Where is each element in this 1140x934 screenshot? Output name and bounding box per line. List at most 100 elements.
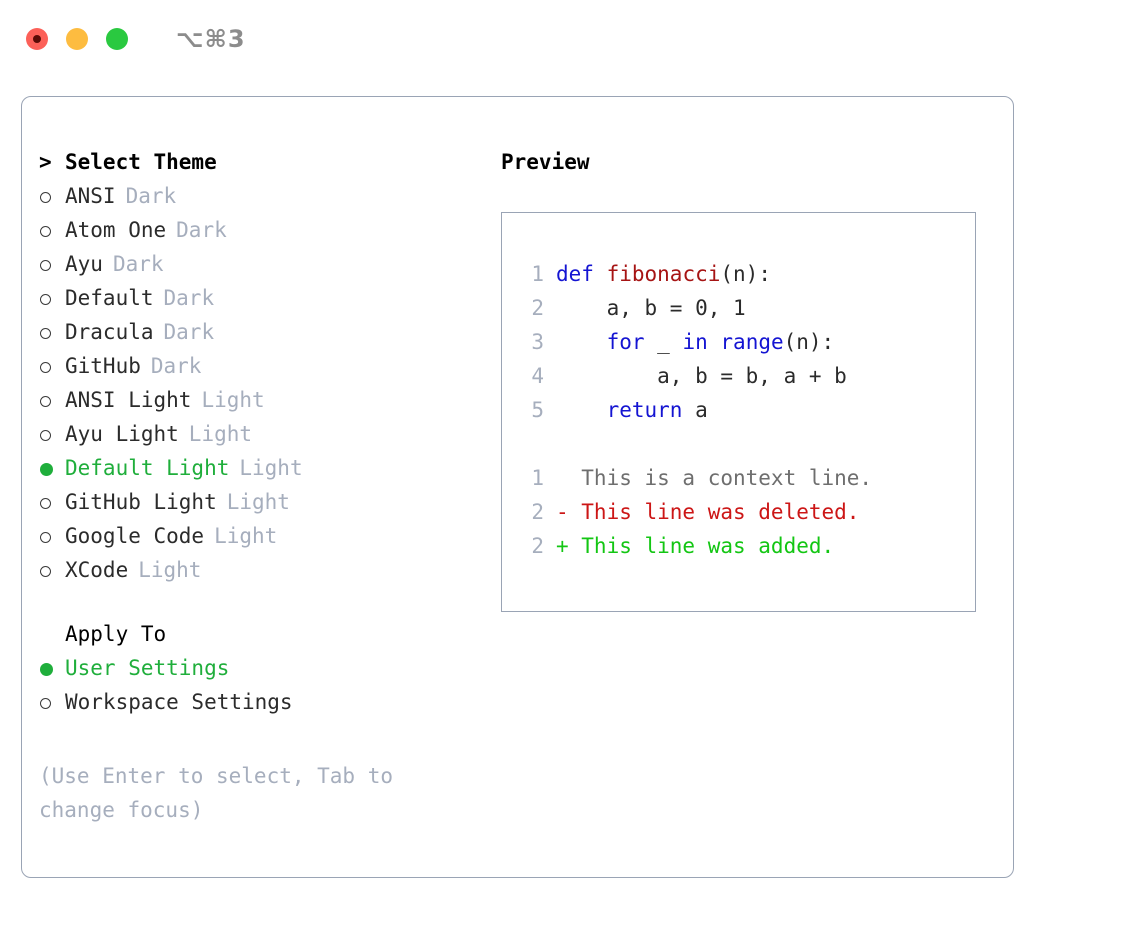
diff-line: 2 + This line was added. (516, 529, 872, 563)
minimize-button[interactable] (66, 28, 88, 50)
theme-name-label: Default Light (65, 456, 230, 480)
code-line: 4 a, b = b, a + b (516, 359, 872, 393)
theme-name-label: ANSI (65, 184, 116, 208)
theme-list-item[interactable]: Atom One Dark (39, 213, 479, 247)
code-token: This is a context line. (556, 466, 873, 490)
code-token: (n): (720, 262, 771, 286)
apply-to-label: Workspace Settings (65, 690, 293, 714)
title-bar: ⌥⌘3 (0, 0, 1140, 78)
theme-list-item[interactable]: ANSI Dark (39, 179, 479, 213)
theme-mode-tag: Dark (163, 320, 215, 344)
apply-to-item[interactable]: Workspace Settings (39, 685, 479, 719)
code-token: in (682, 330, 708, 354)
theme-mode-tag: Light (201, 388, 265, 412)
line-number: 4 (531, 364, 544, 388)
line-number: 1 (531, 466, 544, 490)
code-token: _ (644, 330, 683, 354)
theme-list-item[interactable]: XCode Light (39, 553, 479, 587)
radio-unselected-icon[interactable] (39, 281, 65, 315)
radio-unselected-icon[interactable] (39, 247, 65, 281)
radio-unselected-icon[interactable] (39, 685, 65, 719)
keyboard-hint-text: (Use Enter to select, Tab to change focu… (39, 764, 394, 822)
theme-name-label: XCode (65, 558, 129, 582)
theme-list-item[interactable]: Default Dark (39, 281, 479, 315)
radio-unselected-icon[interactable] (39, 349, 65, 383)
code-line: 5 return a (516, 393, 872, 427)
code-token (556, 325, 607, 359)
radio-selected-icon[interactable] (39, 451, 65, 485)
radio-selected-icon[interactable] (39, 651, 65, 685)
radio-unselected-icon[interactable] (39, 417, 65, 451)
code-line: 3 for _ in range(n): (516, 325, 872, 359)
theme-list-item[interactable]: GitHub Light Light (39, 485, 479, 519)
code-token (556, 393, 607, 427)
code-token: fibonacci (606, 262, 721, 286)
preview-title: Preview (501, 150, 590, 174)
code-token: return (606, 398, 683, 422)
radio-unselected-icon[interactable] (39, 315, 65, 349)
apply-to-label: User Settings (65, 656, 230, 680)
caret-icon: > (39, 150, 52, 174)
maximize-button[interactable] (106, 28, 128, 50)
theme-list-item[interactable]: Dracula Dark (39, 315, 479, 349)
theme-mode-tag: Dark (112, 252, 164, 276)
apply-to-heading: Apply To (39, 617, 479, 651)
theme-name-label: Google Code (65, 524, 205, 548)
theme-name-label: Dracula (65, 320, 154, 344)
theme-name-label: GitHub Light (65, 490, 217, 514)
theme-mode-tag: Light (188, 422, 253, 446)
line-number: 5 (531, 398, 544, 422)
code-token: range (720, 330, 784, 354)
select-theme-heading-label: Select Theme (65, 150, 217, 174)
code-token: - This line was deleted. (556, 500, 860, 524)
code-token: a, b = 0, 1 (556, 296, 746, 320)
diff-line: 1 This is a context line. (516, 461, 872, 495)
theme-mode-tag: Dark (163, 286, 215, 310)
code-token: for (606, 330, 645, 354)
radio-unselected-icon[interactable] (39, 179, 65, 213)
theme-mode-tag: Light (214, 524, 278, 548)
radio-unselected-icon[interactable] (39, 485, 65, 519)
theme-mode-tag: Dark (176, 218, 227, 242)
code-gap (516, 427, 872, 461)
theme-list-item[interactable]: Ayu Light Light (39, 417, 479, 451)
radio-unselected-icon[interactable] (39, 383, 65, 417)
code-line: 2 a, b = 0, 1 (516, 291, 872, 325)
theme-list-item[interactable]: ANSI Light Light (39, 383, 479, 417)
theme-list-item[interactable]: Google Code Light (39, 519, 479, 553)
line-number: 2 (531, 534, 544, 558)
theme-mode-tag: Light (226, 490, 290, 514)
radio-unselected-icon[interactable] (39, 553, 65, 587)
diff-line: 2 - This line was deleted. (516, 495, 872, 529)
theme-name-label: Atom One (65, 218, 167, 242)
line-number: 2 (531, 500, 544, 524)
select-theme-heading: > Select Theme (39, 145, 479, 179)
apply-to-heading-label: Apply To (65, 622, 167, 646)
code-token: a (682, 398, 708, 422)
radio-unselected-icon[interactable] (39, 519, 65, 553)
section-spacer (39, 587, 479, 617)
window-controls (26, 28, 128, 50)
theme-name-label: GitHub (65, 354, 141, 378)
theme-name-label: ANSI Light (65, 388, 192, 412)
close-button[interactable] (26, 28, 48, 50)
theme-name-label: Default (65, 286, 154, 310)
code-token: + This line was added. (556, 534, 835, 558)
radio-unselected-icon[interactable] (39, 213, 65, 247)
theme-name-label: Ayu Light (65, 422, 179, 446)
theme-mode-tag: Light (138, 558, 202, 582)
apply-to-item[interactable]: User Settings (39, 651, 479, 685)
theme-mode-tag: Dark (125, 184, 177, 208)
